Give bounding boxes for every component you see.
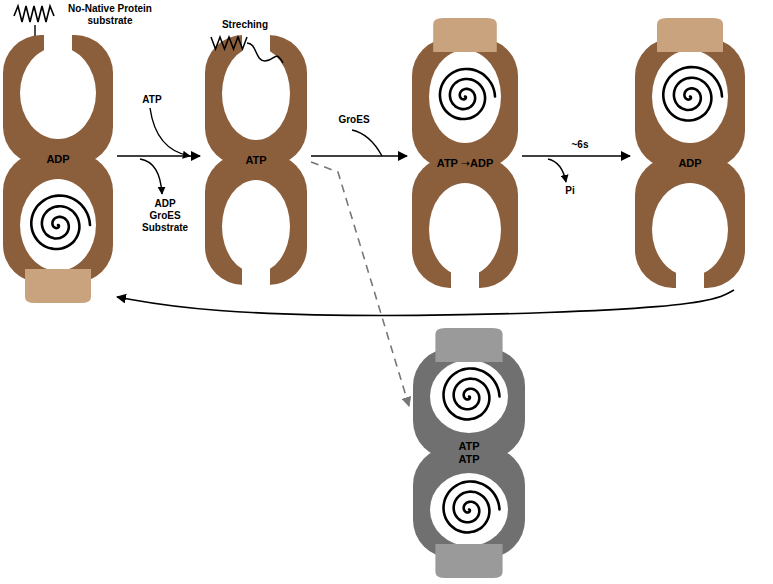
ring-waist (736, 151, 745, 175)
groes-cap (657, 18, 723, 52)
groel-ring (3, 35, 113, 165)
complex-outline (412, 18, 518, 288)
ring-opening (451, 230, 479, 289)
ring-waist (205, 148, 214, 172)
cycle-arrow (311, 155, 407, 157)
substrate-spiral (31, 196, 90, 249)
ring-waist (635, 151, 644, 175)
nucleotide-label: ADP (678, 157, 701, 170)
groel-ring (205, 35, 307, 166)
groel-ring (412, 157, 518, 288)
edge-label: ~6s (570, 139, 591, 150)
ring-waist (413, 441, 422, 465)
groel-ring (205, 154, 307, 285)
ring-cavity (20, 179, 96, 271)
input-arrow (352, 130, 382, 156)
ring-opening (676, 230, 704, 289)
complex-outline (3, 35, 113, 303)
output-arrow (548, 159, 566, 182)
chaperonin-complex: ATP ➝ADP (412, 18, 518, 288)
ring-opening (242, 35, 270, 93)
ring-waist (412, 151, 421, 175)
annotation-label: GroES (334, 114, 374, 126)
ring-waist (3, 147, 12, 171)
nucleotide-label: ATP (245, 154, 266, 167)
ring-waist (509, 151, 518, 175)
ring-cavity (429, 50, 501, 143)
ring-opening (44, 35, 72, 92)
groes-cap (435, 544, 502, 578)
nucleotide-label: ATP ATP (458, 440, 479, 465)
output-arrow (140, 159, 162, 194)
cycle-arrow (311, 162, 409, 406)
stretched-substrate (211, 37, 247, 49)
cycle-arrow (117, 155, 200, 157)
chaperonin-complex: ADP (635, 18, 745, 288)
substrate-spiral (440, 69, 495, 119)
groes-cap (25, 269, 91, 303)
complex-outline (635, 18, 745, 288)
substrate-spiral (444, 368, 500, 419)
annotation-label: Streching (215, 19, 275, 31)
groes-cap (435, 328, 502, 362)
chaperonin-complex: ADP (3, 35, 113, 303)
ring-cavity (430, 360, 508, 433)
ring-cavity (652, 50, 728, 143)
nucleotide-label: ADP (46, 153, 69, 166)
annotation-label: ATP (140, 94, 164, 106)
groel-ring (3, 153, 113, 283)
ring-opening (242, 227, 270, 286)
annotation-label: ADP GroES Substrate (142, 198, 188, 234)
substrate-coil (14, 6, 54, 22)
ring-waist (104, 147, 113, 171)
input-arrow (150, 108, 190, 156)
substrate-spiral (444, 481, 500, 532)
chaperonin-complex: ATP (205, 35, 307, 285)
ring-waist (516, 441, 525, 465)
nucleotide-label: ATP ➝ADP (437, 157, 493, 170)
groes-cap (433, 18, 497, 52)
ring-cavity (430, 473, 508, 546)
stretched-substrate (247, 43, 283, 63)
chaperonin-complex: ATP ATP (413, 328, 525, 578)
ring-waist (298, 148, 307, 172)
annotation-label: Pi (562, 185, 578, 197)
groel-ring (635, 38, 745, 169)
cycle-arrow (522, 155, 630, 157)
groel-ring (635, 157, 745, 288)
annotation-label: No-Native Protein substrate (60, 3, 160, 27)
cycle-arrow (117, 290, 734, 315)
substrate-spiral (663, 67, 722, 120)
groel-ring (412, 38, 518, 169)
